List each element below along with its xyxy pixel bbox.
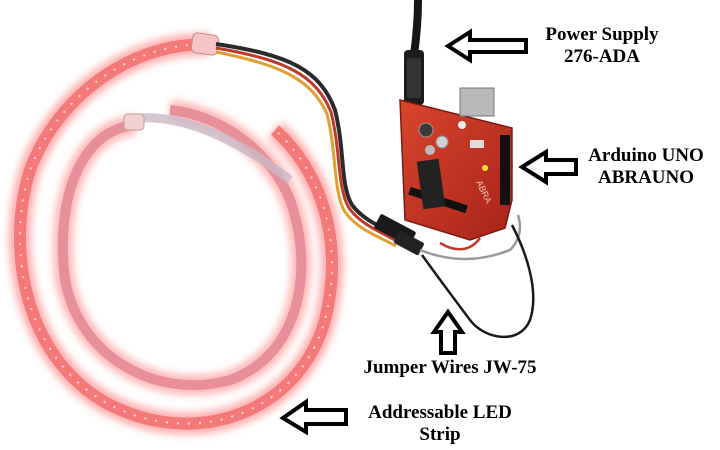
led-strip — [9, 32, 343, 435]
power-supply-label: Power Supply 276-ADA — [522, 24, 682, 68]
jumper-wires — [419, 214, 535, 339]
arrow-power — [444, 28, 528, 64]
arduino-board — [399, 87, 513, 241]
jumper-wires-label-line1: Jumper Wires JW-75 — [363, 357, 537, 378]
arduino-label-line2: ABRAUNO — [597, 167, 695, 188]
arduino-label: Arduino UNO ABRAUNO — [576, 145, 716, 189]
power-cable — [404, 0, 424, 105]
arrow-jumper — [430, 308, 466, 355]
led-strip-label: Addressable LED Strip — [345, 402, 535, 446]
jumper-wires-label: Jumper Wires JW-75 — [345, 357, 555, 379]
arrow-arduino — [518, 148, 578, 186]
power-supply-label-line2: 276-ADA — [564, 46, 640, 67]
arrow-led — [279, 398, 348, 436]
led-strip-label-line1: Addressable LED — [368, 402, 512, 423]
strip-wires — [215, 42, 424, 256]
power-supply-label-line1: Power Supply — [545, 24, 659, 45]
arduino-label-line1: Arduino UNO — [588, 145, 704, 166]
led-strip-label-line2: Strip — [419, 424, 461, 445]
